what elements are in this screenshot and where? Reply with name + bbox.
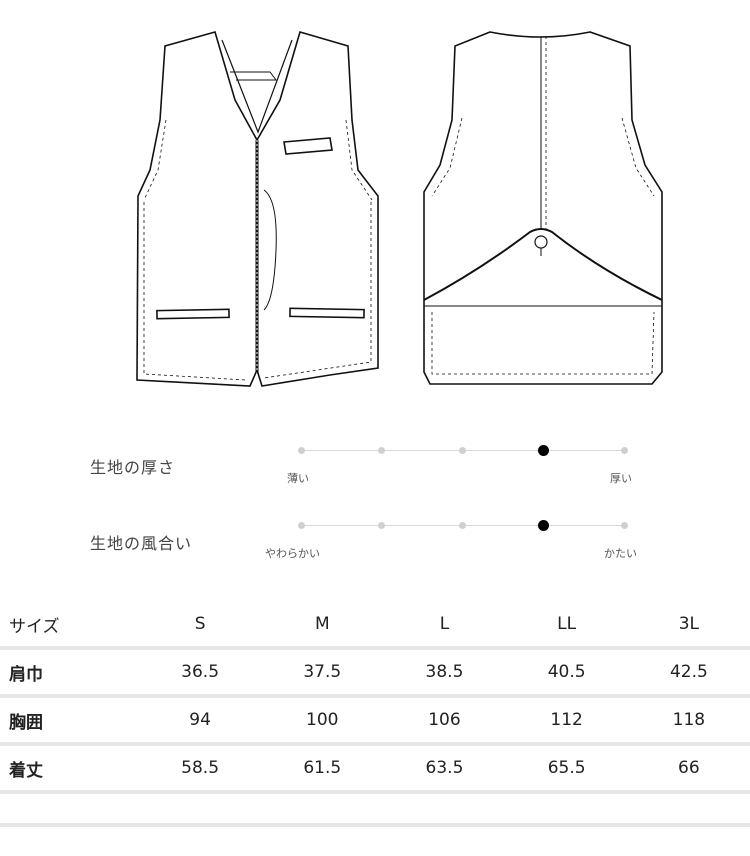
scale-step xyxy=(298,522,305,529)
table-cell: 40.5 xyxy=(547,662,586,682)
row-label-length: 着丈 xyxy=(9,760,43,781)
size-col-l: L xyxy=(439,614,450,634)
scale-right-label: かたい xyxy=(604,547,637,560)
size-table-header: サイズ S M L LL 3L xyxy=(0,602,750,648)
table-row: 肩巾 36.5 37.5 38.5 40.5 42.5 xyxy=(0,648,750,696)
table-row: 胸囲 94 100 106 112 118 xyxy=(0,696,750,744)
scale-step xyxy=(459,447,466,454)
table-cell: 94 xyxy=(189,710,211,730)
size-header-label: サイズ xyxy=(9,616,60,637)
scale-step xyxy=(621,447,628,454)
scale-step xyxy=(378,447,385,454)
row-label-chest: 胸囲 xyxy=(9,712,43,733)
table-cell: 65.5 xyxy=(547,758,586,778)
table-cell: 61.5 xyxy=(303,758,342,778)
divider xyxy=(0,823,750,827)
vest-front-illustration xyxy=(136,31,379,387)
scale-step-selected xyxy=(538,520,549,531)
scale-label: 生地の厚さ xyxy=(90,458,176,477)
vest-illustrations xyxy=(136,31,663,387)
size-col-m: M xyxy=(314,614,330,634)
size-col-ll: LL xyxy=(557,614,577,634)
row-label-shoulder: 肩巾 xyxy=(9,664,43,685)
table-cell: 118 xyxy=(672,710,706,730)
scale-step xyxy=(621,522,628,529)
scale-step xyxy=(378,522,385,529)
scale-label: 生地の風合い xyxy=(90,534,193,553)
table-cell: 106 xyxy=(428,710,461,730)
table-cell: 66 xyxy=(678,758,700,778)
table-row: 着丈 58.5 61.5 63.5 65.5 66 xyxy=(0,744,750,792)
table-cell: 100 xyxy=(306,710,339,730)
scale-step xyxy=(298,447,305,454)
table-cell: 112 xyxy=(550,710,583,730)
table-cell: 42.5 xyxy=(669,662,708,682)
table-cell: 58.5 xyxy=(181,758,220,778)
size-col-3l: 3L xyxy=(678,614,700,634)
table-cell: 38.5 xyxy=(425,662,464,682)
scale-left-label: やわらかい xyxy=(265,547,320,560)
scale-step xyxy=(459,522,466,529)
table-cell: 63.5 xyxy=(425,758,464,778)
scale-right-label: 厚い xyxy=(610,472,632,485)
scale-step-selected xyxy=(538,445,549,456)
size-table: サイズ S M L LL 3L 肩巾 36.5 37.5 38.5 40.5 4… xyxy=(0,602,750,794)
table-cell: 36.5 xyxy=(181,662,220,682)
vest-back-illustration xyxy=(423,31,663,385)
size-col-s: S xyxy=(194,614,206,634)
table-cell: 37.5 xyxy=(303,662,342,682)
scale-left-label: 薄い xyxy=(287,472,309,485)
